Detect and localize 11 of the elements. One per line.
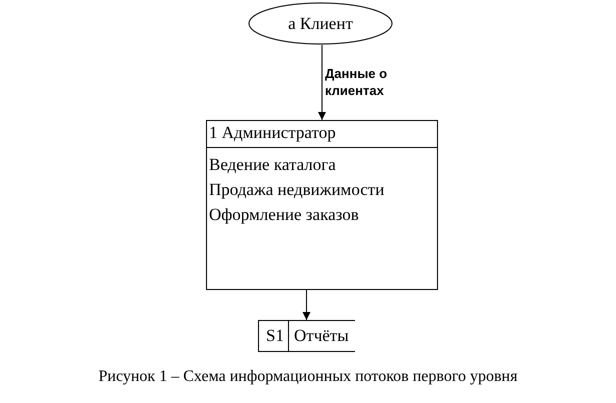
- arrow: [302, 290, 310, 320]
- store-id: S1: [266, 326, 284, 346]
- edge-label: Данные о клиентах: [325, 65, 388, 99]
- process-title: 1 Администратор: [209, 123, 336, 143]
- entity-label: а Клиент: [287, 14, 354, 34]
- arrow: [318, 44, 326, 120]
- process-function: Ведение каталога: [209, 155, 336, 175]
- store-name: Отчёты: [294, 326, 349, 346]
- figure-caption: Рисунок 1 – Схема информационных потоков первого уровня: [98, 368, 518, 386]
- process-function: Продажа недвижимости: [209, 180, 384, 200]
- process-function: Оформление заказов: [209, 205, 359, 225]
